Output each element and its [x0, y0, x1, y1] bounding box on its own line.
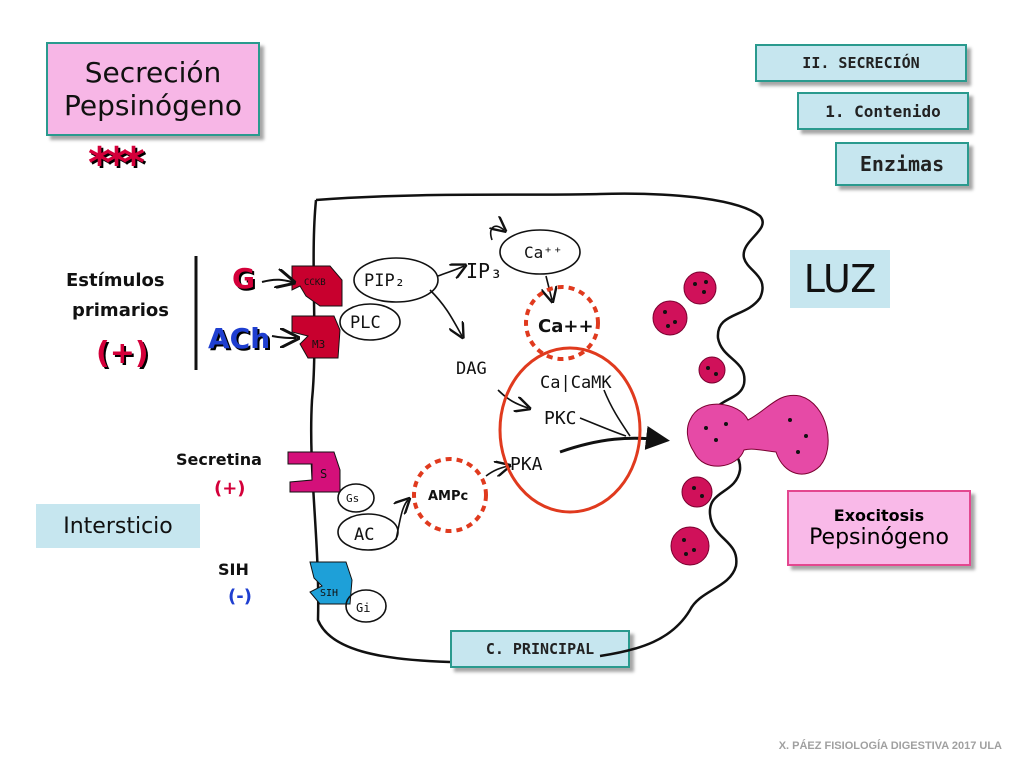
pkc-text: PKC: [544, 408, 577, 429]
plc-ellipse: [339, 303, 401, 341]
pip2-ellipse: [353, 257, 439, 303]
gi-text: Gi: [356, 601, 370, 615]
ampc-dashed-circle: [412, 457, 488, 533]
ampc-to-pka-arrow: [485, 466, 508, 476]
sih-receptor: [309, 561, 353, 605]
stimuli-line1: Estímulos: [66, 270, 165, 291]
exocitosis-line2: Pepsinógeno: [809, 525, 949, 550]
granules: [652, 271, 726, 566]
sih-sign: (-): [228, 586, 252, 607]
stars-mark: ***: [88, 138, 145, 189]
s-receptor: [287, 451, 341, 493]
dag-to-pkc-arrow: [497, 389, 528, 408]
tag-section: II. SECRECIÓN: [755, 44, 967, 82]
granule: [670, 526, 710, 566]
ca-cam-text: Ca|CaMK: [540, 373, 612, 393]
sih-label: SIH: [218, 560, 249, 579]
stimuli-line2: primarios: [72, 300, 169, 321]
converging-arrow: [559, 425, 670, 454]
secretina-sign: (+): [214, 478, 246, 499]
ach-arrow: [271, 336, 296, 338]
intersticio-label: Intersticio: [36, 504, 200, 548]
plc-to-dag-arrow: [429, 289, 462, 336]
pip2-to-ip3-arrow: [437, 266, 464, 276]
ac-text: AC: [354, 525, 374, 545]
credit-footer: X. PÁEZ FISIOLOGÍA DIGESTIVA 2017 ULA: [778, 740, 1002, 752]
dag-text: DAG: [456, 359, 487, 379]
s-text: S: [320, 467, 327, 481]
pip2-text: PIP₂: [364, 271, 405, 291]
tag-content: 1. Contenido: [797, 92, 969, 130]
plc-text: PLC: [350, 313, 381, 333]
title-box: Secreción Pepsinógeno: [46, 42, 260, 136]
ampc-text: AMPc: [428, 489, 468, 504]
ca-pp-text: Ca++: [538, 316, 594, 337]
gs-text: Gs: [346, 492, 359, 505]
title-line2: Pepsinógeno: [63, 89, 242, 122]
cckb-text: CCKB: [304, 278, 326, 288]
ca-top-ellipse: [499, 229, 581, 275]
pka-text: PKA: [510, 454, 543, 475]
ca-dashed-circle: [524, 285, 600, 361]
exocytosis-fusion: [686, 394, 829, 475]
exocitosis-line1: Exocitosis: [833, 506, 925, 525]
m3-text: M3: [312, 338, 325, 351]
gs-ellipse: [337, 483, 375, 513]
gi-ellipse: [345, 589, 387, 623]
granule: [683, 271, 717, 305]
m3-receptor: [291, 315, 341, 359]
ip3-to-ca-arrow: [491, 226, 504, 241]
secretina-label: Secretina: [176, 450, 262, 469]
principal-tag: C. PRINCIPAL: [450, 630, 630, 668]
sih-receptor-text: SIH: [320, 588, 338, 599]
ca-top-text: Ca⁺⁺: [524, 243, 563, 262]
ip3-text: IP₃: [466, 259, 502, 283]
granule: [681, 476, 713, 508]
stimuli-sign: (+): [96, 336, 149, 371]
gastrin-label: G: [232, 262, 255, 295]
tag-enzymes: Enzimas: [835, 142, 969, 186]
title-line1: Secreción: [84, 56, 222, 89]
ac-to-ampc-arrow: [396, 500, 408, 541]
kinase-circle: [498, 346, 642, 514]
luz-label: LUZ: [790, 250, 890, 308]
granule: [698, 356, 726, 384]
granule: [652, 300, 688, 336]
gastrin-arrow: [261, 280, 292, 282]
ach-label: ACh: [208, 322, 271, 355]
exocitosis-box: Exocitosis Pepsinógeno: [787, 490, 971, 566]
